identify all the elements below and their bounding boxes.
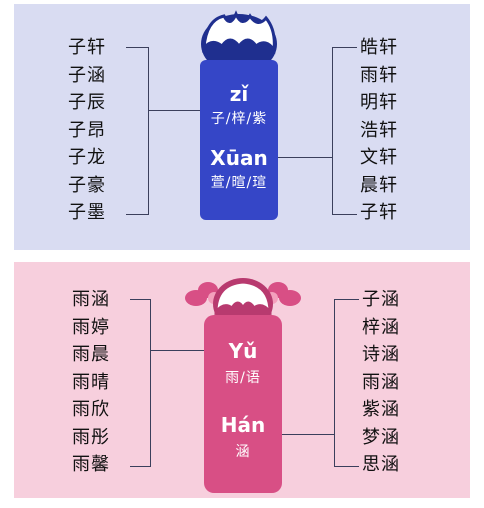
right-bracket [332,47,357,215]
list-item: 子豪 [68,174,106,196]
left-bracket [126,47,149,215]
list-item: 雨晨 [72,344,110,365]
syllable-chars: 子/梓/紫 [210,111,268,127]
connector-line [150,350,204,351]
list-item: 梦涵 [362,426,400,448]
boy-right-names: 皓轩 雨轩 明轩 浩轩 文轩 晨轩 子轩 [360,34,420,227]
list-item: 子墨 [68,202,106,223]
list-item: 思涵 [362,454,400,475]
girl-right-names: 子涵 梓涵 诗涵 雨涵 紫涵 梦涵 思涵 [362,286,422,479]
list-item: 雨馨 [72,454,110,475]
list-item: 皓轩 [360,37,398,58]
syllable-chars: 萱/暄/瑄 [210,175,268,191]
list-item: 雨涵 [362,371,400,393]
right-bracket [334,299,359,467]
list-item: 雨轩 [360,64,398,86]
syllable-pinyin: Hán [220,413,266,437]
list-item: 紫涵 [362,399,400,420]
boy-syllable-card: zǐ 子/梓/紫 Xūan 萱/暄/瑄 [200,60,278,220]
connector-line [278,157,332,158]
list-item: 晨轩 [360,174,398,196]
syllable-chars: 雨/语 [225,370,261,386]
connector-line [148,110,200,111]
list-item: 子龙 [68,147,106,168]
girl-left-names: 雨涵 雨婷 雨晨 雨晴 雨欣 雨彤 雨馨 [72,286,132,479]
list-item: 浩轩 [360,119,398,141]
syllable-chars: 涵 [235,444,251,460]
list-item: 雨婷 [72,316,110,338]
list-item: 雨欣 [72,399,110,420]
syllable-pinyin: Yǔ [228,339,258,363]
list-item: 文轩 [360,147,398,168]
list-item: 明轩 [360,92,398,113]
list-item: 雨涵 [72,289,110,310]
boy-left-names: 子轩 子涵 子辰 子昂 子龙 子豪 子墨 [68,34,128,227]
list-item: 诗涵 [362,344,400,365]
syllable-pinyin: Xūan [210,146,268,170]
left-bracket [130,299,151,467]
list-item: 雨晴 [72,371,110,393]
list-item: 雨彤 [72,426,110,448]
list-item: 子轩 [360,202,398,223]
list-item: 子涵 [362,289,400,310]
list-item: 子轩 [68,37,106,58]
list-item: 子辰 [68,92,106,113]
list-item: 子涵 [68,64,106,86]
list-item: 子昂 [68,119,106,141]
list-item: 梓涵 [362,316,400,338]
syllable-pinyin: zǐ [229,82,249,106]
girl-syllable-card: Yǔ 雨/语 Hán 涵 [204,315,282,493]
connector-line [282,434,334,435]
boy-head-icon [201,10,277,74]
